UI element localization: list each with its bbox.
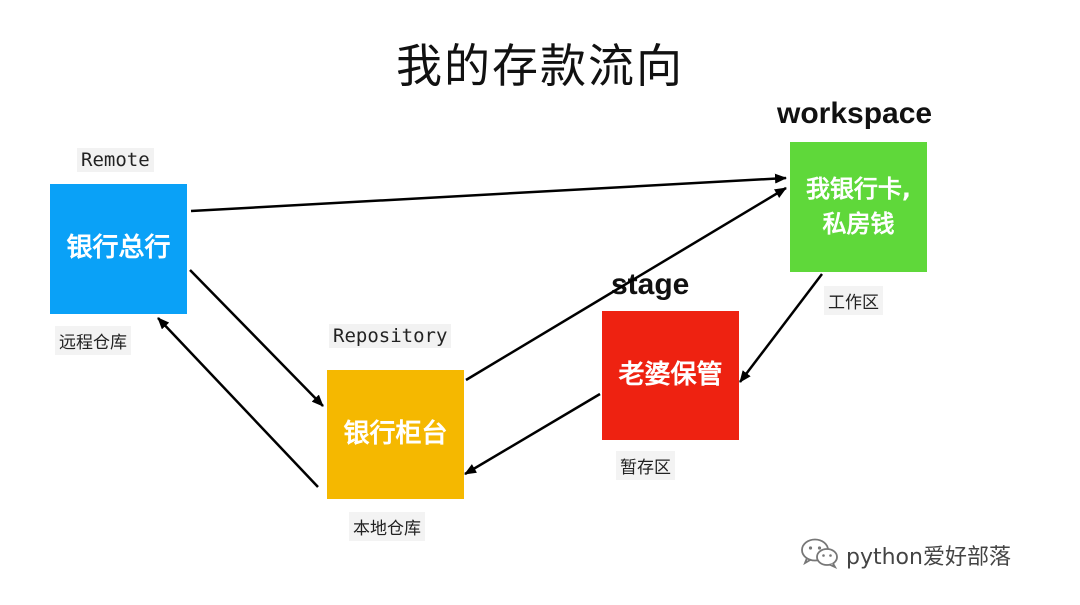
arrow-repository-to-remote bbox=[157, 317, 319, 488]
repository-label: Repository bbox=[329, 324, 452, 348]
workspace-box-text: 我银行卡, 私房钱 bbox=[805, 175, 912, 238]
stage-box: 老婆保管 bbox=[602, 311, 739, 440]
remote-box-text: 银行总行 bbox=[66, 233, 171, 264]
repository-box-text: 银行柜台 bbox=[343, 418, 448, 449]
workspace-caption: 工作区 bbox=[824, 286, 883, 315]
arrow-remote-to-repository bbox=[189, 269, 324, 407]
stage-box-text: 老婆保管 bbox=[618, 359, 723, 390]
wechat-icon bbox=[800, 537, 840, 573]
arrow-remote-to-workspace bbox=[190, 173, 787, 213]
stage-caption: 暂存区 bbox=[616, 451, 675, 480]
diagram-title: 我的存款流向 bbox=[396, 39, 684, 93]
repository-box: 银行柜台 bbox=[327, 370, 464, 499]
watermark-text: python爱好部落 bbox=[846, 545, 1011, 570]
repository-caption: 本地仓库 bbox=[349, 512, 425, 541]
workspace-label: workspace bbox=[777, 97, 933, 130]
workspace-box: 我银行卡, 私房钱 bbox=[790, 142, 927, 272]
arrow-stage-to-repository bbox=[464, 392, 601, 476]
remote-label: Remote bbox=[77, 148, 154, 172]
remote-caption: 远程仓库 bbox=[55, 326, 131, 355]
arrow-repository-to-workspace bbox=[465, 186, 787, 382]
watermark: python爱好部落 bbox=[800, 537, 1011, 573]
arrow-workspace-to-stage bbox=[739, 273, 823, 383]
remote-box: 银行总行 bbox=[50, 184, 187, 314]
